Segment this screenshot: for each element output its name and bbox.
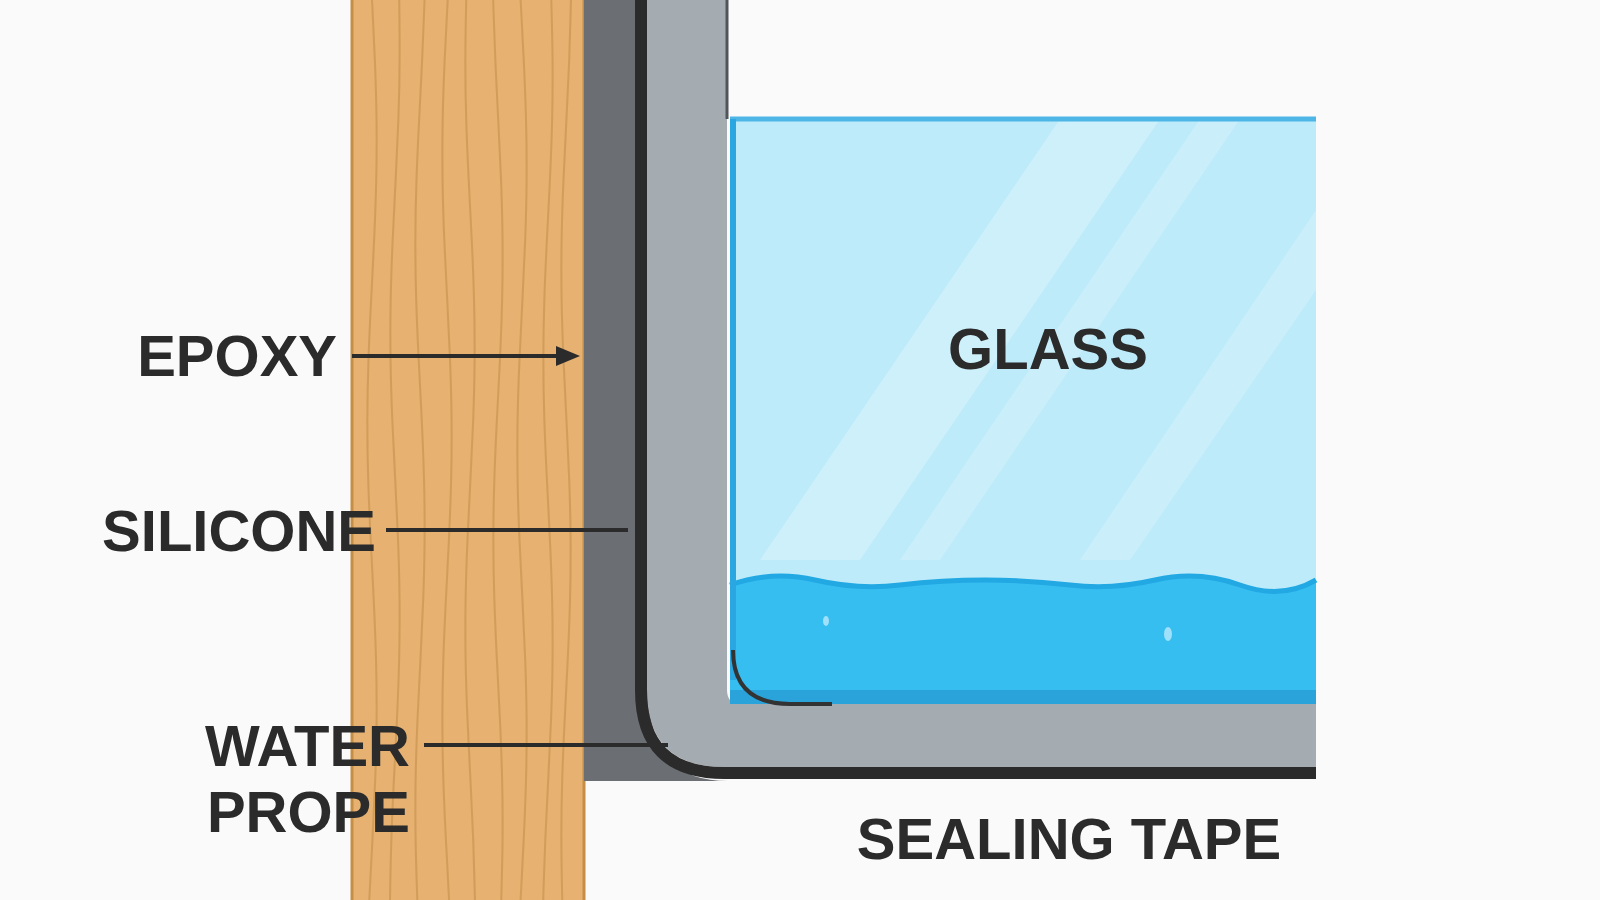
grain-line: [561, 0, 571, 900]
grain-line: [493, 0, 502, 900]
grain-line: [465, 0, 475, 900]
glass-pane: [730, 119, 1316, 704]
water: [730, 576, 1316, 704]
part-label: SILICONE: [40, 498, 376, 564]
water-drop: [1164, 627, 1172, 641]
grain-line: [543, 0, 552, 900]
glass-reflections: [760, 119, 1316, 560]
water-bottom: [730, 690, 1316, 704]
part-label: WATER PROPE: [178, 713, 410, 845]
leader-line: [386, 528, 628, 532]
glass-side-edge: [730, 119, 736, 680]
grain-line: [517, 0, 526, 900]
leader-line: [424, 743, 668, 747]
tape-edge: [726, 0, 729, 119]
silicone-bead: [641, 0, 1316, 773]
part-label: GLASS: [898, 316, 1198, 382]
water-drop: [823, 616, 829, 626]
part-label: EPOXY: [97, 323, 337, 389]
grain-line: [442, 0, 451, 900]
water-surface: [730, 576, 1316, 591]
arrow-head: [556, 346, 580, 366]
corner-seal: [733, 650, 832, 704]
sealing-tape: [647, 0, 1316, 767]
leader-line: [352, 354, 566, 358]
glass-top-edge: [730, 117, 1316, 122]
grain-line: [415, 0, 424, 900]
part-label: SEALING TAPE: [769, 806, 1369, 872]
